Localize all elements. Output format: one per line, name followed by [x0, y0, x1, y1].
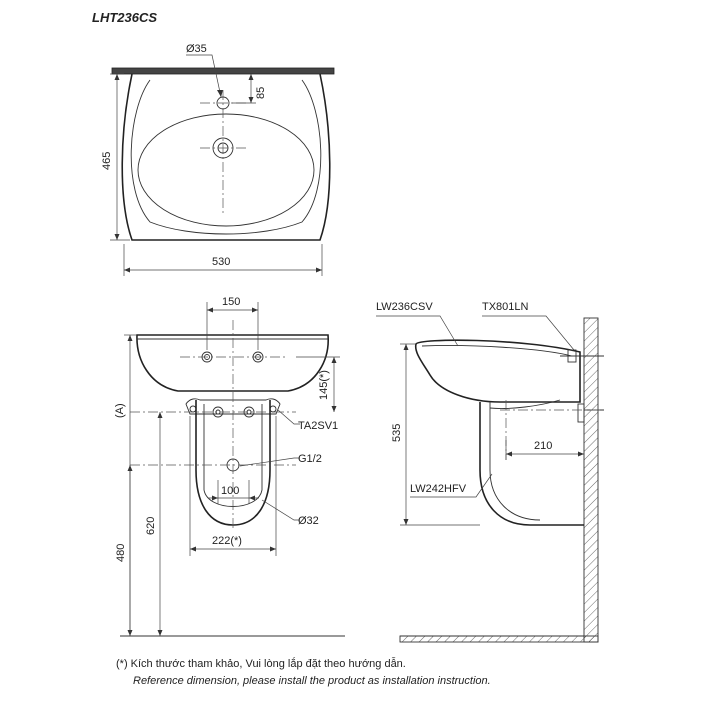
side-view-callout-lw242hfv: LW242HFV [410, 483, 467, 495]
front-view-100-label: 100 [221, 485, 239, 497]
note-vietnamese: (*) Kích thước tham khảo, Vui lòng lắp đ… [116, 657, 406, 670]
side-view-callout-tx801ln: TX801LN [482, 301, 529, 313]
side-view-floor-hatch [399, 635, 599, 643]
top-view-wall-bar [111, 67, 335, 75]
front-view-ref-height-label: 145(*) [318, 370, 330, 400]
side-view-210-label: 210 [534, 440, 552, 452]
front-view-callout-ta2sv1: TA2SV1 [298, 420, 338, 432]
top-view-height-label: 465 [101, 152, 113, 170]
side-view-callout-lw236csv: LW236CSV [376, 301, 433, 313]
front-view-callout-g12: G1/2 [298, 453, 322, 465]
side-view-535-label: 535 [391, 424, 403, 442]
front-view-bracket [185, 398, 281, 415]
top-view-hole-offset-label: 85 [255, 87, 267, 99]
front-view-a-label: (A) [114, 403, 126, 418]
model-title: LHT236CS [92, 10, 157, 25]
top-view-hole-diameter-label: Ø35 [186, 43, 207, 55]
front-view-620-label: 620 [145, 517, 157, 535]
side-view-wall [583, 317, 599, 643]
front-view: 150 145(*) (A) 620 [114, 296, 345, 637]
front-view-basin [136, 334, 329, 392]
side-view: 535 210 LW236CSV TX801LN LW242HFV [376, 301, 604, 643]
top-view-bowl [137, 113, 315, 227]
side-view-basin [414, 339, 581, 403]
top-view: Ø35 85 465 530 [101, 43, 335, 276]
front-view-callout-d32: Ø32 [298, 515, 319, 527]
front-view-480-label: 480 [115, 544, 127, 562]
front-view-tap-spacing-label: 150 [222, 296, 240, 308]
note-english: Reference dimension, please install the … [133, 675, 491, 687]
side-view-pedestal [479, 402, 584, 526]
top-view-basin-rim [130, 79, 322, 235]
front-view-222-label: 222(*) [212, 535, 242, 547]
top-view-basin-outline [121, 73, 331, 241]
top-view-width-label: 530 [212, 256, 230, 268]
